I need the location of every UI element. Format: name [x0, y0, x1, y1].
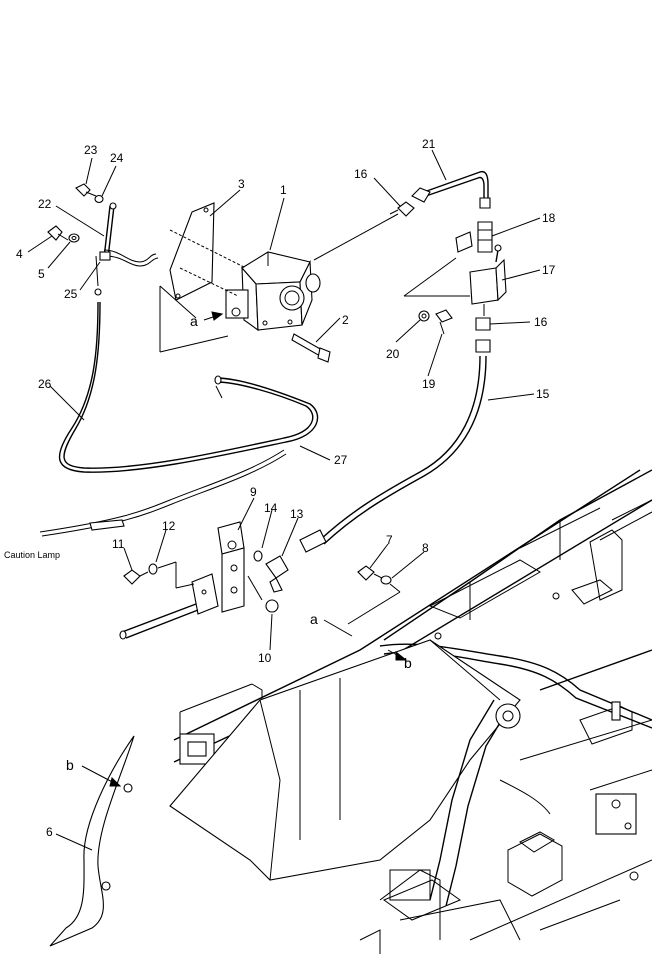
guard-plate — [49, 735, 135, 947]
right-hardware — [299, 170, 507, 553]
callout-2: 2 — [342, 313, 349, 327]
callout-21: 21 — [422, 137, 436, 151]
callout-9: 9 — [250, 485, 257, 499]
bolt-washer-7-8 — [347, 565, 401, 625]
callout-18: 18 — [542, 211, 556, 225]
callout-8: 8 — [422, 541, 429, 555]
caution-lamp-label: Caution Lamp — [4, 550, 60, 560]
callout-16-lower: 16 — [534, 315, 548, 329]
callout-24: 24 — [110, 151, 124, 165]
pressure-switch — [225, 251, 321, 332]
letter-a-lower: a — [310, 611, 318, 627]
callout-5: 5 — [38, 267, 45, 281]
callout-25: 25 — [64, 287, 78, 301]
callout-16-top: 16 — [354, 167, 368, 181]
callout-14: 14 — [264, 501, 278, 515]
callout-27: 27 — [334, 453, 348, 467]
leader-lines — [27, 149, 541, 851]
valve-block-assembly — [119, 521, 289, 640]
lamp-wiring — [39, 301, 319, 537]
callout-11: 11 — [112, 537, 125, 551]
callout-7: 7 — [386, 533, 393, 547]
callout-10: 10 — [258, 651, 272, 665]
callout-23: 23 — [84, 143, 98, 157]
callout-15: 15 — [536, 387, 550, 401]
letter-b-frame: b — [404, 655, 412, 671]
bolt-2 — [291, 333, 331, 363]
callout-22: 22 — [38, 197, 52, 211]
callout-19: 19 — [422, 377, 436, 391]
callout-labels: 1 2 3 4 5 6 7 8 9 10 11 12 13 14 15 16 1… — [4, 137, 556, 839]
callout-4: 4 — [16, 247, 23, 261]
callout-1: 1 — [280, 183, 287, 197]
letter-a-upper: a — [190, 313, 198, 329]
callout-3: 3 — [238, 177, 245, 191]
callout-26: 26 — [38, 377, 52, 391]
machine-frame — [169, 469, 652, 954]
callout-6: 6 — [46, 825, 53, 839]
left-hardware — [47, 183, 159, 296]
callout-12: 12 — [162, 519, 176, 533]
letter-b-guard: b — [66, 757, 74, 773]
callout-20: 20 — [386, 347, 400, 361]
callout-17: 17 — [542, 263, 556, 277]
bracket-plate — [159, 202, 229, 353]
callout-13: 13 — [290, 507, 304, 521]
